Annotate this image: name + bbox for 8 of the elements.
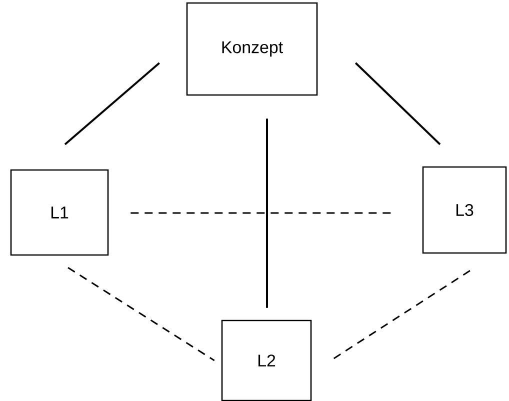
- concept-box: Konzept: [186, 2, 318, 96]
- connector-line: [64, 62, 160, 146]
- dashed-line: [68, 267, 215, 362]
- concept-box: L2: [221, 320, 312, 401]
- connector-line: [354, 62, 441, 146]
- concept-box: L1: [10, 169, 109, 256]
- connector-line: [266, 118, 268, 308]
- concept-box: L3: [422, 166, 507, 254]
